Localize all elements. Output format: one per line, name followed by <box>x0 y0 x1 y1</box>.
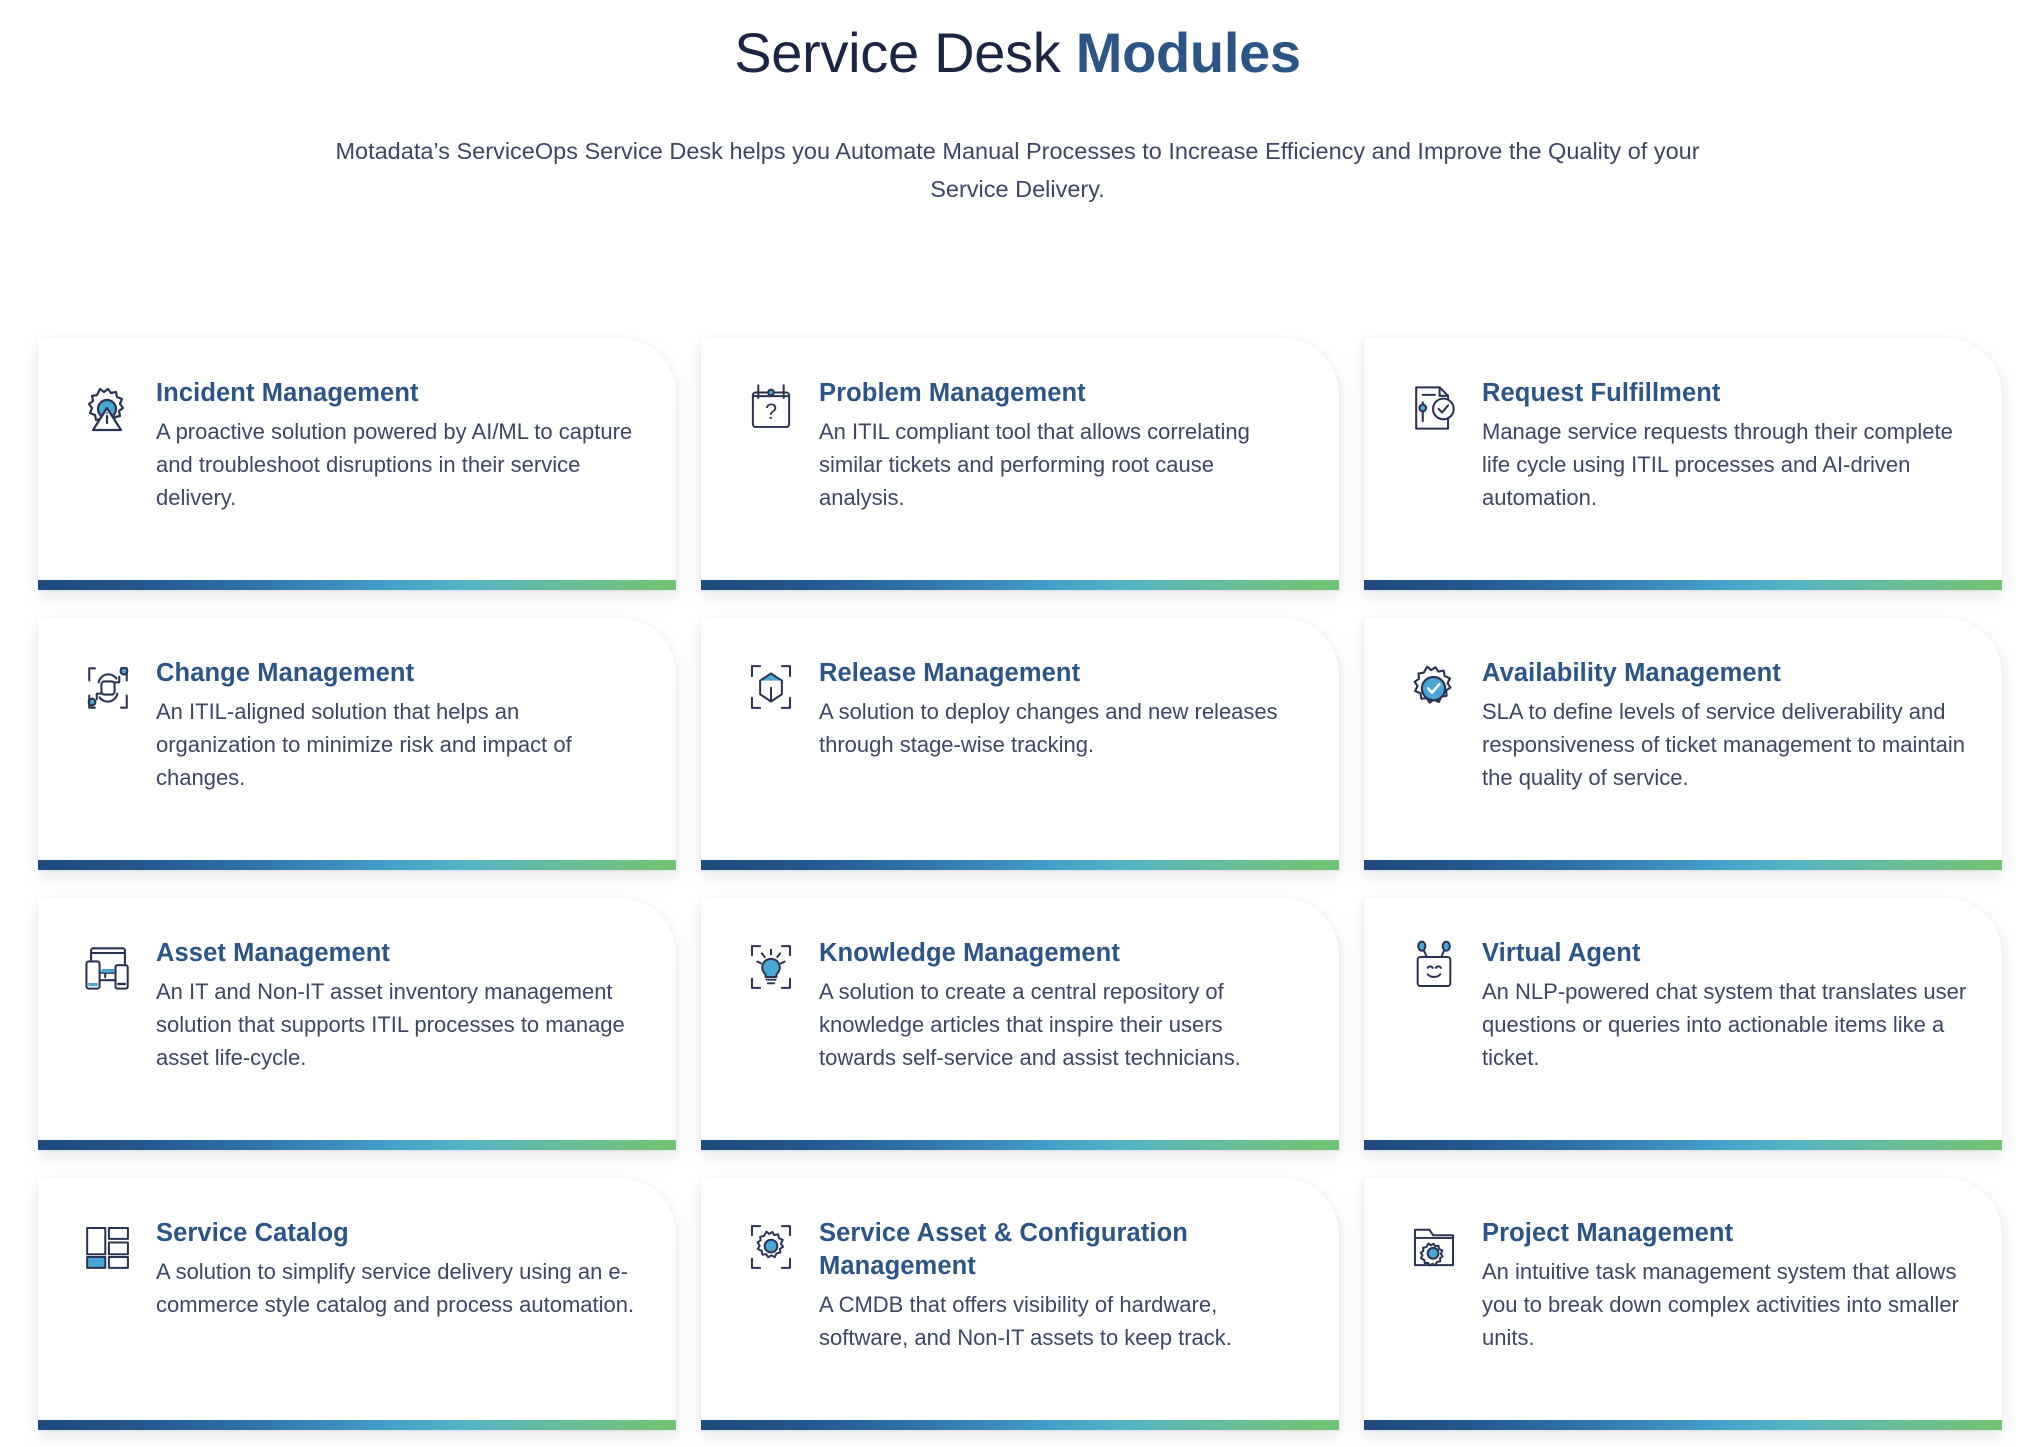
refresh-cycle-icon <box>72 658 144 730</box>
card-gradient-bar <box>701 1420 1339 1430</box>
module-title: Service Catalog <box>156 1219 349 1247</box>
module-card-change-management[interactable]: Change Management An ITIL-aligned soluti… <box>38 618 676 870</box>
module-description: Manage service requests through their co… <box>1482 419 1953 511</box>
module-title: Release Management <box>819 659 1081 687</box>
module-card-availability-management[interactable]: Availability Management SLA to define le… <box>1364 618 2002 870</box>
module-card-service-asset-configuration-management[interactable]: Service Asset & Configuration Management… <box>701 1178 1339 1430</box>
card-gradient-bar <box>38 1140 676 1150</box>
card-gradient-bar <box>1364 860 2002 870</box>
page-title-light: Service Desk <box>734 21 1076 84</box>
module-description: An ITIL compliant tool that allows corre… <box>819 419 1250 511</box>
module-card-incident-management[interactable]: Incident Management A proactive solution… <box>38 338 676 590</box>
module-description: An NLP-powered chat system that translat… <box>1482 979 1967 1071</box>
module-description: A proactive solution powered by AI/ML to… <box>156 419 633 511</box>
document-check-icon <box>1398 378 1470 450</box>
module-title: Asset Management <box>156 939 391 967</box>
lightbulb-bracket-icon <box>735 938 807 1010</box>
card-gradient-bar <box>701 860 1339 870</box>
board-question-icon: ? <box>735 378 807 450</box>
page-title-strong: Modules <box>1075 21 1301 84</box>
module-description: An ITIL-aligned solution that helps an o… <box>156 699 572 791</box>
module-title: Virtual Agent <box>1482 939 1641 967</box>
module-description: An IT and Non-IT asset inventory managem… <box>156 979 625 1071</box>
module-title: Service Asset & Configuration Management <box>819 1219 1188 1281</box>
module-description: A solution to simplify service delivery … <box>156 1259 635 1318</box>
robot-face-icon <box>1398 938 1470 1010</box>
card-gradient-bar <box>38 1420 676 1430</box>
module-card-release-management[interactable]: Release Management A solution to deploy … <box>701 618 1339 870</box>
module-description: A solution to deploy changes and new rel… <box>819 699 1278 758</box>
layout-blocks-icon <box>72 1218 144 1290</box>
card-gradient-bar <box>701 580 1339 590</box>
module-card-project-management[interactable]: Project Management An intuitive task man… <box>1364 1178 2002 1430</box>
module-title: Availability Management <box>1482 659 1781 687</box>
module-description: SLA to define levels of service delivera… <box>1482 699 1966 791</box>
module-title: Incident Management <box>156 379 419 407</box>
module-card-virtual-agent[interactable]: Virtual Agent An NLP-powered chat system… <box>1364 898 2002 1150</box>
module-card-problem-management[interactable]: ? Problem Management An ITIL compliant t… <box>701 338 1339 590</box>
folder-gear-icon <box>1398 1218 1470 1290</box>
page-subtitle: Motadata’s ServiceOps Service Desk helps… <box>335 137 1700 202</box>
modules-grid: Incident Management A proactive solution… <box>38 338 2002 1430</box>
gear-check-icon <box>1398 658 1470 730</box>
module-card-knowledge-management[interactable]: Knowledge Management A solution to creat… <box>701 898 1339 1150</box>
card-gradient-bar <box>1364 1140 2002 1150</box>
card-gradient-bar <box>38 860 676 870</box>
module-description: A CMDB that offers visibility of hardwar… <box>819 1292 1232 1351</box>
module-title: Change Management <box>156 659 415 687</box>
module-card-asset-management[interactable]: Asset Management An IT and Non-IT asset … <box>38 898 676 1150</box>
cube-bracket-icon <box>735 658 807 730</box>
module-title: Knowledge Management <box>819 939 1120 967</box>
page-title: Service Desk Modules <box>0 21 2035 85</box>
gear-bracket-icon <box>735 1218 807 1290</box>
module-description: An intuitive task management system that… <box>1482 1259 1959 1351</box>
card-gradient-bar <box>701 1140 1339 1150</box>
module-title: Request Fulfillment <box>1482 379 1721 407</box>
devices-icon <box>72 938 144 1010</box>
card-gradient-bar <box>1364 1420 2002 1430</box>
module-description: A solution to create a central repositor… <box>819 979 1241 1071</box>
module-title: Project Management <box>1482 1219 1734 1247</box>
card-gradient-bar <box>1364 580 2002 590</box>
module-title: Problem Management <box>819 379 1086 407</box>
page-header: Service Desk Modules Motadata’s ServiceO… <box>0 0 2035 208</box>
card-gradient-bar <box>38 580 676 590</box>
svg-text:?: ? <box>765 399 777 424</box>
module-card-service-catalog[interactable]: Service Catalog A solution to simplify s… <box>38 1178 676 1430</box>
gear-alert-icon <box>72 378 144 450</box>
module-card-request-fulfillment[interactable]: Request Fulfillment Manage service reque… <box>1364 338 2002 590</box>
